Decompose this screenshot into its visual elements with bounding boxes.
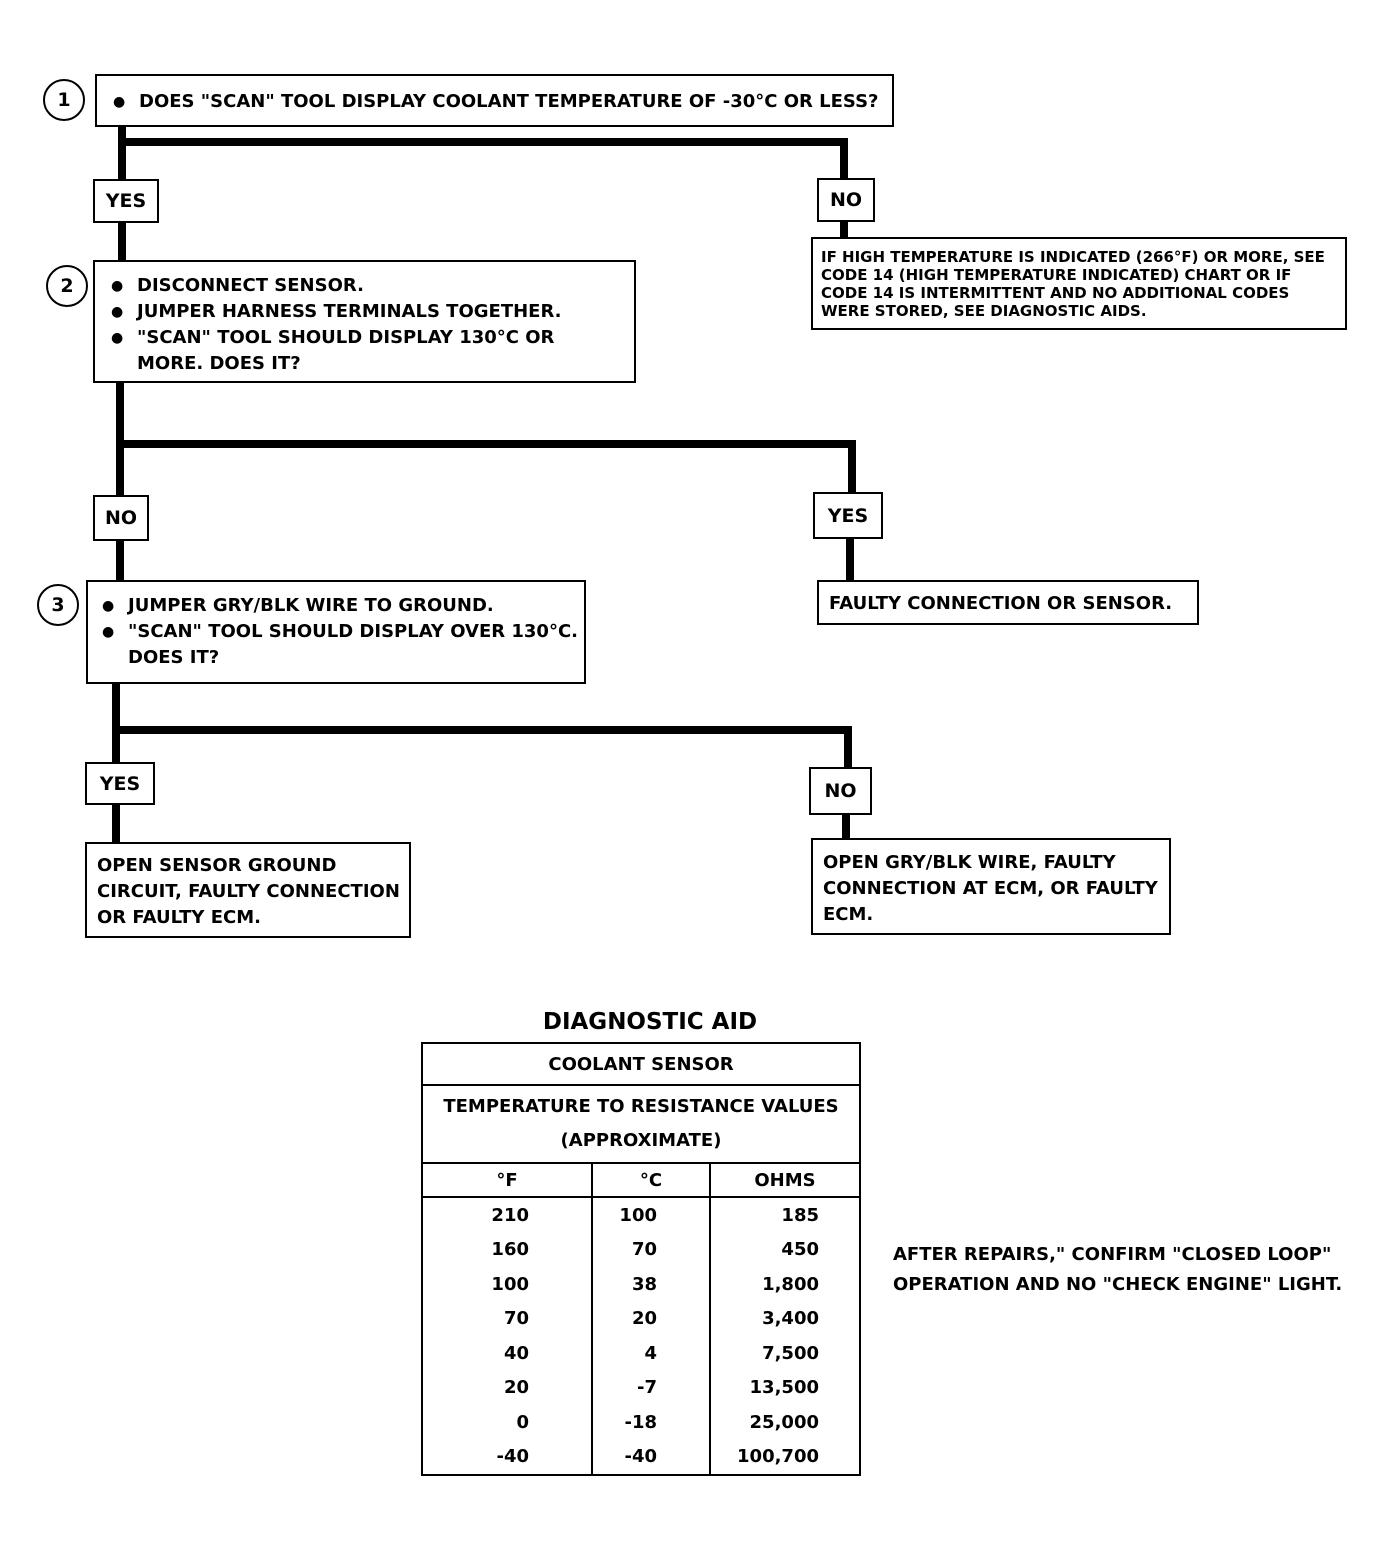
cell-ohms: 25,000	[749, 1411, 819, 1433]
no-label-3: NO	[809, 767, 872, 815]
diagnostic-aid-title: DIAGNOSTIC AID	[542, 1009, 758, 1035]
connector-line	[118, 138, 848, 146]
question-2-item: JUMPER HARNESS TERMINALS TOGETHER.	[105, 299, 626, 325]
no-label-1: NO	[817, 178, 875, 222]
cell-c: 100	[592, 1197, 711, 1233]
cell-f: 20	[422, 1370, 593, 1405]
connector-line	[846, 538, 854, 582]
cell-c: -40	[592, 1439, 711, 1475]
resistance-table: COOLANT SENSOR TEMPERATURE TO RESISTANCE…	[421, 1042, 861, 1476]
connector-line	[844, 726, 852, 768]
cell-ohms: 1,800	[762, 1273, 819, 1295]
connector-line	[848, 440, 856, 493]
question-box-2: DISCONNECT SENSOR. JUMPER HARNESS TERMIN…	[93, 260, 636, 383]
cell-c: 38	[592, 1267, 711, 1302]
cell-f: -40	[422, 1439, 593, 1475]
cell-ohms: 185	[781, 1204, 819, 1226]
connector-line	[118, 222, 126, 262]
result-box-2-yes: FAULTY CONNECTION OR SENSOR.	[817, 580, 1199, 625]
connector-line	[116, 381, 124, 496]
question-3-item: JUMPER GRY/BLK WIRE TO GROUND.	[96, 593, 576, 619]
cell-ohms: 13,500	[749, 1377, 819, 1399]
cell-f: 160	[422, 1232, 593, 1267]
after-repairs-note: AFTER REPAIRS," CONFIRM "CLOSED LOOP" OP…	[893, 1244, 1343, 1295]
table-subtitle: TEMPERATURE TO RESISTANCE VALUES (APPROX…	[422, 1085, 860, 1164]
table-title: COOLANT SENSOR	[422, 1043, 860, 1086]
table-row: 70 20 3,400	[422, 1301, 860, 1336]
result-box-3-no: OPEN GRY/BLK WIRE, FAULTY CONNECTION AT …	[811, 838, 1171, 935]
connector-line	[840, 138, 848, 178]
step-number-1: 1	[43, 79, 85, 121]
result-box-1-no: IF HIGH TEMPERATURE IS INDICATED (266°F)…	[811, 237, 1347, 330]
table-row: 20 -7 13,500	[422, 1370, 860, 1405]
no-label-2: NO	[93, 495, 149, 541]
cell-f: 210	[422, 1197, 593, 1233]
question-2-item: "SCAN" TOOL SHOULD DISPLAY 130°C OR MORE…	[105, 325, 607, 377]
yes-label-3: YES	[85, 762, 155, 805]
connector-line	[840, 222, 848, 238]
cell-c: 4	[592, 1336, 711, 1371]
cell-c: -7	[592, 1370, 711, 1405]
cell-ohms: 100,700	[737, 1446, 819, 1468]
question-2-item: DISCONNECT SENSOR.	[105, 273, 626, 299]
cell-f: 100	[422, 1267, 593, 1302]
connector-line	[112, 804, 120, 844]
question-3-item: "SCAN" TOOL SHOULD DISPLAY OVER 130°C. D…	[96, 619, 578, 671]
cell-c: 20	[592, 1301, 711, 1336]
table-row: 100 38 1,800	[422, 1267, 860, 1302]
cell-ohms: 7,500	[762, 1342, 819, 1364]
connector-line	[112, 726, 852, 734]
cell-ohms: 450	[781, 1239, 819, 1261]
table-row: 0 -18 25,000	[422, 1405, 860, 1440]
question-box-1: DOES "SCAN" TOOL DISPLAY COOLANT TEMPERA…	[95, 74, 894, 127]
connector-line	[116, 540, 124, 582]
step-number-2: 2	[46, 265, 88, 307]
cell-f: 70	[422, 1301, 593, 1336]
table-row: 40 4 7,500	[422, 1336, 860, 1371]
column-header-f: °F	[422, 1163, 593, 1198]
cell-f: 0	[422, 1405, 593, 1440]
table-row: 210 100 185	[422, 1197, 860, 1233]
connector-line	[118, 125, 126, 180]
connector-line	[116, 440, 856, 448]
cell-ohms: 3,400	[762, 1308, 819, 1330]
cell-c: -18	[592, 1405, 711, 1440]
table-row: -40 -40 100,700	[422, 1439, 860, 1475]
cell-c: 70	[592, 1232, 711, 1267]
question-box-3: JUMPER GRY/BLK WIRE TO GROUND. "SCAN" TO…	[86, 580, 586, 684]
yes-label-1: YES	[93, 179, 159, 223]
table-row: 160 70 450	[422, 1232, 860, 1267]
question-1-item: DOES "SCAN" TOOL DISPLAY COOLANT TEMPERA…	[107, 89, 884, 115]
cell-f: 40	[422, 1336, 593, 1371]
column-header-ohms: OHMS	[710, 1163, 860, 1198]
yes-label-2: YES	[813, 492, 883, 539]
connector-line	[112, 682, 120, 764]
result-box-3-yes: OPEN SENSOR GROUND CIRCUIT, FAULTY CONNE…	[85, 842, 411, 938]
connector-line	[842, 814, 850, 840]
step-number-3: 3	[37, 584, 79, 626]
column-header-c: °C	[592, 1163, 711, 1198]
